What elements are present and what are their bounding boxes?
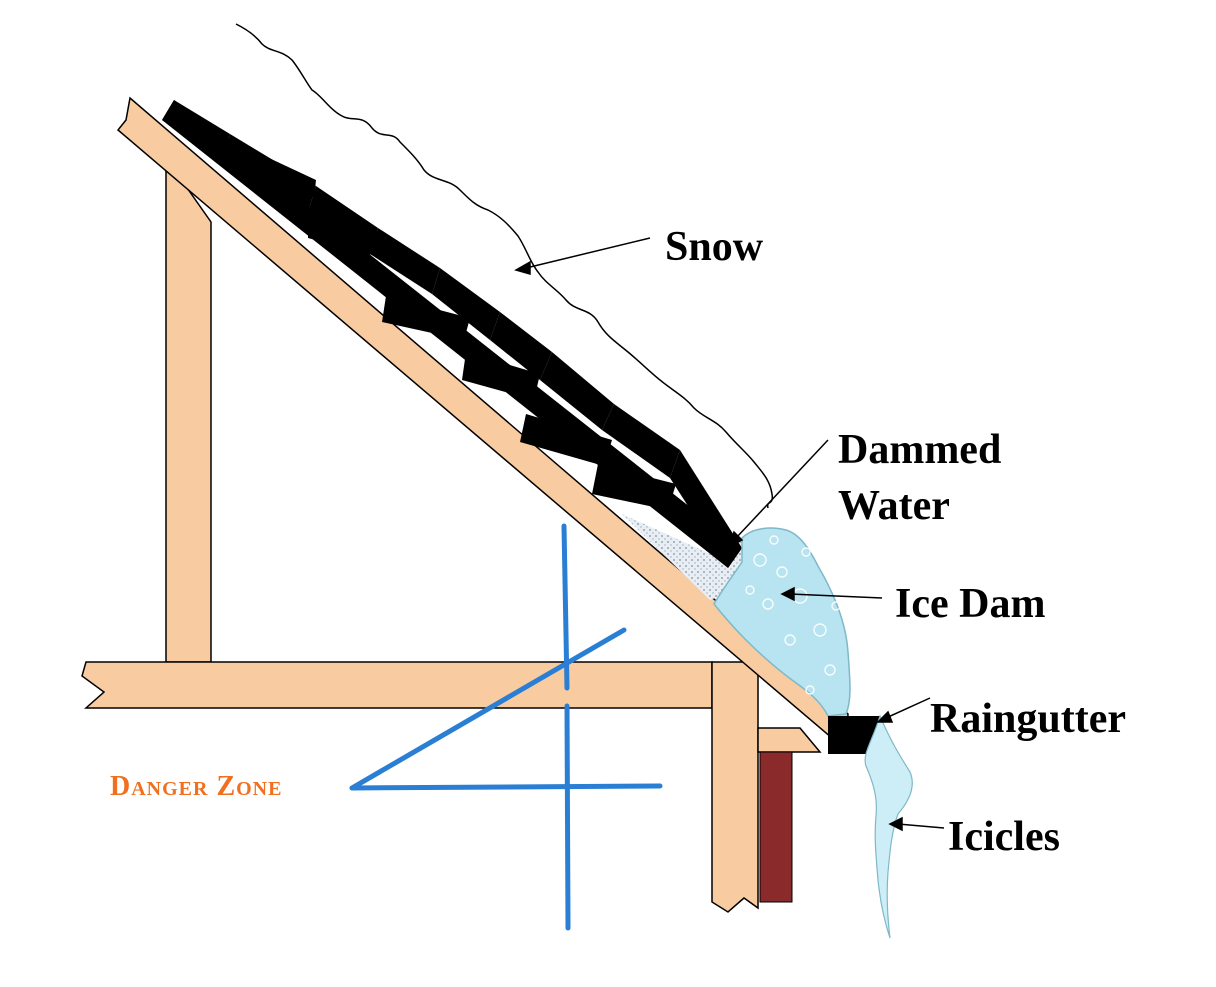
- soffit-board: [757, 727, 822, 753]
- icicles: [864, 714, 913, 939]
- label-icicles: Icicles: [948, 814, 1060, 860]
- label-dammed-water-line1: Dammed: [838, 427, 1002, 473]
- label-ice-dam: Ice Dam: [895, 581, 1046, 627]
- label-snow: Snow: [665, 224, 764, 270]
- ceiling-joist: [81, 661, 713, 709]
- pointer-arrows: [514, 237, 945, 832]
- ice-dam: [713, 527, 851, 717]
- ice-bubbles: [745, 535, 841, 695]
- fascia-board: [759, 751, 793, 903]
- rafter: [116, 96, 849, 752]
- snow-outline: [235, 23, 774, 509]
- label-dammed-water-line2: Water: [838, 483, 950, 529]
- shingle-steps: [220, 136, 676, 510]
- dammed-water: [622, 514, 745, 600]
- vertical-post-left: [165, 155, 212, 663]
- label-raingutter: Raingutter: [930, 696, 1126, 742]
- wall-stud: [711, 661, 759, 913]
- label-danger-zone: Danger Zone: [110, 771, 283, 802]
- danger-zone-marks: [349, 523, 663, 931]
